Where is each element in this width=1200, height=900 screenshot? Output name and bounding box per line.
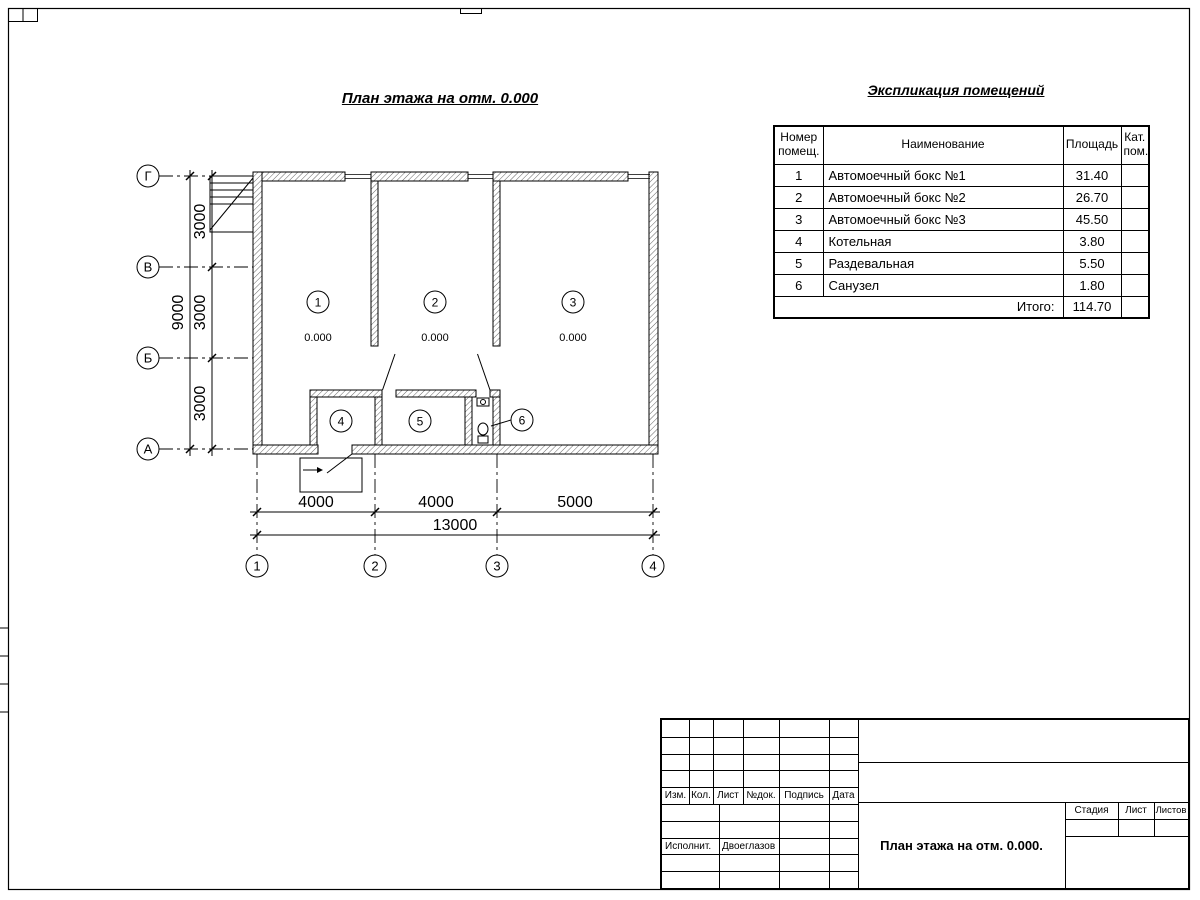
tb-doc-title: План этажа на отм. 0.000. — [880, 837, 1043, 853]
entrance-porch — [299, 457, 363, 493]
tb-stage-label: Стадия — [1074, 805, 1109, 816]
room-name-cell: Котельная — [822, 229, 1064, 253]
tb-col-list: Лист — [717, 790, 739, 801]
room-area-cell: 31.40 — [1062, 163, 1122, 187]
room-category-cell — [1120, 163, 1150, 187]
tb-col-podpis: Подпись — [784, 790, 824, 801]
room-number: 6 — [519, 414, 526, 428]
door-symbols — [326, 353, 491, 474]
axis-label-row: В — [144, 260, 153, 275]
schedule-row: 6 Санузел 1.80 — [773, 273, 1150, 297]
room-name-cell: Раздевальная — [822, 251, 1064, 275]
room-category-cell — [1120, 251, 1150, 275]
axis-bubbles: Г В Б А 1 2 3 4 — [136, 164, 665, 578]
schedule-row: 2 Автомоечный бокс №2 26.70 — [773, 185, 1150, 209]
axis-label-col: 4 — [649, 559, 656, 574]
dim-label: 3000 — [192, 386, 209, 422]
room-number: 3 — [570, 296, 577, 310]
schedule-row: 5 Раздевальная 5.50 — [773, 251, 1150, 275]
dim-label: 4000 — [298, 494, 334, 511]
toilet-icon — [477, 422, 489, 444]
room-category-cell — [1120, 207, 1150, 231]
axis-label-col: 1 — [253, 559, 260, 574]
axis-label-row: Г — [144, 169, 151, 184]
entrance-arrow-icon — [317, 467, 323, 473]
elevation-label: 0.000 — [559, 332, 587, 344]
tb-executor-label: Исполнит. — [665, 840, 712, 852]
room-name-cell: Автомоечный бокс №3 — [822, 207, 1064, 231]
frame-left-cells — [0, 627, 8, 713]
tb-col-data: Дата — [832, 790, 855, 801]
col-header-category: Кат.пом. — [1120, 125, 1150, 165]
tb-col-ndok: №док. — [746, 790, 776, 801]
room-number: 1 — [315, 296, 322, 310]
schedule-title: Экспликация помещений — [867, 82, 1045, 98]
elevation-label: 0.000 — [304, 332, 332, 344]
room-area-cell: 3.80 — [1062, 229, 1122, 253]
schedule-row: 1 Автомоечный бокс №1 31.40 — [773, 163, 1150, 187]
room-number-cell: 5 — [773, 251, 824, 275]
tb-executor-name: Двоеглазов — [722, 840, 776, 852]
elevation-label: 0.000 — [421, 332, 449, 344]
total-label-cell: Итого: — [773, 295, 1064, 319]
schedule-row: 4 Котельная 3.80 — [773, 229, 1150, 253]
tb-col-izm: Изм. — [664, 790, 687, 801]
col-header-name: Наименование — [822, 125, 1064, 165]
sheet-border — [0, 7, 1191, 891]
room-category-cell — [1120, 229, 1150, 253]
room-number-cell: 2 — [773, 185, 824, 209]
room-name-cell: Автомоечный бокс №1 — [822, 163, 1064, 187]
schedule-total-row: Итого: 114.70 — [773, 295, 1150, 319]
room-area-cell: 26.70 — [1062, 185, 1122, 209]
room-category-cell — [1120, 185, 1150, 209]
room-bubbles: 1 2 3 4 5 6 — [306, 290, 585, 433]
dim-label: 4000 — [418, 494, 454, 511]
dim-label: 3000 — [192, 295, 209, 331]
dim-label-total: 9000 — [170, 295, 187, 331]
room-area-cell: 45.50 — [1062, 207, 1122, 231]
dim-label-total: 13000 — [433, 517, 478, 534]
title-block: Изм. Кол. Лист №док. Подпись Дата Исполн… — [660, 718, 1190, 890]
stairs — [209, 175, 254, 233]
room-number: 4 — [338, 415, 345, 429]
room-name-cell: Автомоечный бокс №2 — [822, 185, 1064, 209]
room-number: 5 — [417, 415, 424, 429]
room-area-cell: 5.50 — [1062, 251, 1122, 275]
room-number-cell: 6 — [773, 273, 824, 297]
room-category-cell — [1120, 273, 1150, 297]
tb-col-kol: Кол. — [691, 790, 711, 801]
building-walls — [252, 171, 659, 455]
dim-label: 3000 — [192, 204, 209, 240]
dimension-labels: 3000 3000 3000 9000 4000 4000 5000 13000 — [170, 204, 593, 534]
schedule-row: 3 Автомоечный бокс №3 45.50 — [773, 207, 1150, 231]
tb-sheet-label: Лист — [1125, 805, 1147, 816]
axis-label-row: Б — [144, 351, 153, 366]
frame-mark-top — [460, 8, 482, 14]
window-symbols — [345, 174, 650, 179]
room-number: 2 — [432, 296, 439, 310]
room-number-cell: 1 — [773, 163, 824, 187]
col-header-area: Площадь — [1062, 125, 1122, 165]
plan-title: План этажа на отм. 0.000 — [341, 90, 539, 107]
room-number-cell: 3 — [773, 207, 824, 231]
room-name-cell: Санузел — [822, 273, 1064, 297]
axis-label-col: 3 — [493, 559, 500, 574]
frame-mark-topleft — [8, 8, 38, 22]
total-area-cell: 114.70 — [1062, 295, 1122, 319]
axis-label-row: А — [144, 442, 153, 457]
axis-label-col: 2 — [371, 559, 378, 574]
tb-sheets-label: Листов — [1155, 805, 1187, 816]
dim-label: 5000 — [557, 494, 593, 511]
room-area-cell: 1.80 — [1062, 273, 1122, 297]
elevation-marks: 0.000 0.000 0.000 — [304, 332, 587, 344]
room-number-cell: 4 — [773, 229, 824, 253]
sink-icon — [476, 397, 490, 407]
total-category-cell — [1120, 295, 1150, 319]
